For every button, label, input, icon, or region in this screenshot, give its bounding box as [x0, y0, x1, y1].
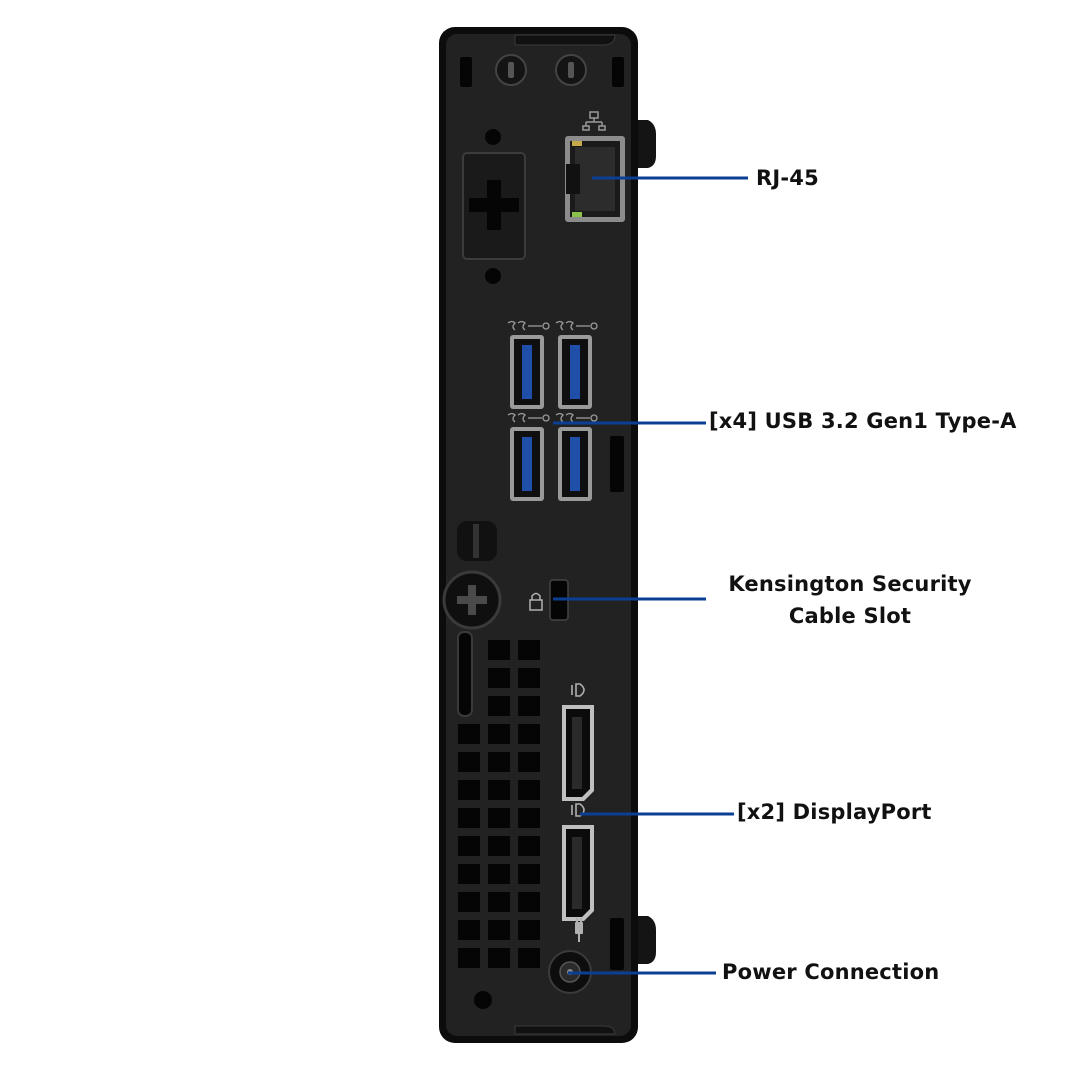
vent-hole	[518, 948, 540, 968]
chassis-foot-bottom	[636, 916, 656, 964]
usb-port-tongue	[570, 345, 580, 399]
icon-stroke	[542, 414, 550, 422]
vent-hole	[458, 948, 480, 968]
lock-icon	[529, 592, 543, 611]
cable-clip-slot	[473, 524, 479, 558]
power-label: Power Connection	[722, 960, 940, 984]
icon-stroke	[575, 683, 585, 697]
displayport-port[interactable]	[562, 825, 594, 921]
vent-hole	[488, 640, 510, 660]
icon-stroke	[555, 320, 564, 331]
icon-stroke	[590, 414, 598, 422]
vent-hole	[488, 864, 510, 884]
icon-stroke	[517, 320, 526, 331]
icon-stroke	[507, 320, 516, 331]
vent-hole	[488, 836, 510, 856]
superspeed-usb-icon	[555, 320, 598, 331]
usb-port-tongue	[522, 345, 532, 399]
displayport-icon	[571, 803, 585, 817]
vent-hole	[458, 836, 480, 856]
kensington-label-line1: Kensington Security	[728, 572, 972, 596]
vent-hole	[518, 780, 540, 800]
vent-hole	[488, 808, 510, 828]
vent-hole	[488, 948, 510, 968]
kensington-label: Kensington Security Cable Slot	[718, 568, 982, 632]
vent-hole	[458, 780, 480, 800]
vent-hole	[518, 696, 540, 716]
vent-hole	[518, 724, 540, 744]
vent-hole	[488, 668, 510, 688]
icon-stroke	[565, 412, 574, 423]
displayport-group	[562, 683, 594, 921]
icon-stroke	[542, 322, 550, 330]
thumbscrew-hole-right	[555, 54, 587, 86]
displayport-port[interactable]	[562, 705, 594, 801]
icon-stroke	[555, 412, 564, 423]
vent-hole	[488, 752, 510, 772]
screw-hole	[485, 268, 501, 284]
vent-hole	[458, 892, 480, 912]
icon-stroke	[575, 803, 585, 817]
usb-port-tongue	[522, 437, 532, 491]
screw-hole	[474, 991, 492, 1009]
handle-slot	[457, 631, 473, 717]
rj45-label: RJ-45	[756, 166, 819, 190]
usb-a-port[interactable]	[510, 427, 544, 501]
vent-slot	[610, 918, 624, 970]
chassis-foot-top	[636, 120, 656, 168]
usb-a-port[interactable]	[558, 335, 592, 409]
network-icon	[582, 111, 606, 131]
usb-a-port[interactable]	[558, 427, 592, 501]
displayport-label: [x2] DisplayPort	[737, 800, 932, 824]
superspeed-usb-icon	[555, 412, 598, 423]
superspeed-usb-icon	[507, 412, 550, 423]
vent-hole	[518, 836, 540, 856]
vent-hole	[488, 920, 510, 940]
vent-hole	[518, 640, 540, 660]
icon-stroke	[590, 322, 598, 330]
vent-hole	[488, 892, 510, 912]
usb-a-port[interactable]	[510, 335, 544, 409]
displayport-icon	[571, 683, 585, 697]
vent-hole	[458, 724, 480, 744]
vent-slot	[610, 436, 624, 492]
vent-hole	[518, 864, 540, 884]
vent-hole	[518, 920, 540, 940]
kensington-label-line2: Cable Slot	[788, 604, 912, 628]
vent-hole	[518, 668, 540, 688]
vent-slot	[612, 57, 624, 87]
bottom-rail	[514, 1025, 616, 1035]
cross-icon	[469, 180, 519, 230]
icon-stroke	[517, 412, 526, 423]
displayport-tongue	[572, 717, 582, 789]
vent-hole	[518, 752, 540, 772]
icon-stroke	[565, 320, 574, 331]
callout-lines	[553, 176, 748, 975]
cross-icon	[457, 585, 487, 615]
power-plug-icon	[575, 918, 583, 942]
vent-slot	[460, 57, 472, 87]
usb-port-tongue	[570, 437, 580, 491]
thumbscrew-hole-left	[495, 54, 527, 86]
usb-port-group	[507, 320, 598, 501]
vent-hole	[488, 780, 510, 800]
vent-hole	[458, 920, 480, 940]
superspeed-usb-icon	[507, 320, 550, 331]
vent-hole	[458, 808, 480, 828]
vent-hole	[458, 864, 480, 884]
vent-hole	[458, 752, 480, 772]
screw-hole	[485, 129, 501, 145]
displayport-tongue	[572, 837, 582, 909]
top-rail	[514, 34, 616, 46]
vent-hole	[518, 808, 540, 828]
vent-hole	[488, 696, 510, 716]
icon-stroke	[507, 412, 516, 423]
vent-grid	[458, 640, 540, 968]
usb-label: [x4] USB 3.2 Gen1 Type-A	[709, 409, 1017, 433]
vent-hole	[488, 724, 510, 744]
vent-hole	[518, 892, 540, 912]
